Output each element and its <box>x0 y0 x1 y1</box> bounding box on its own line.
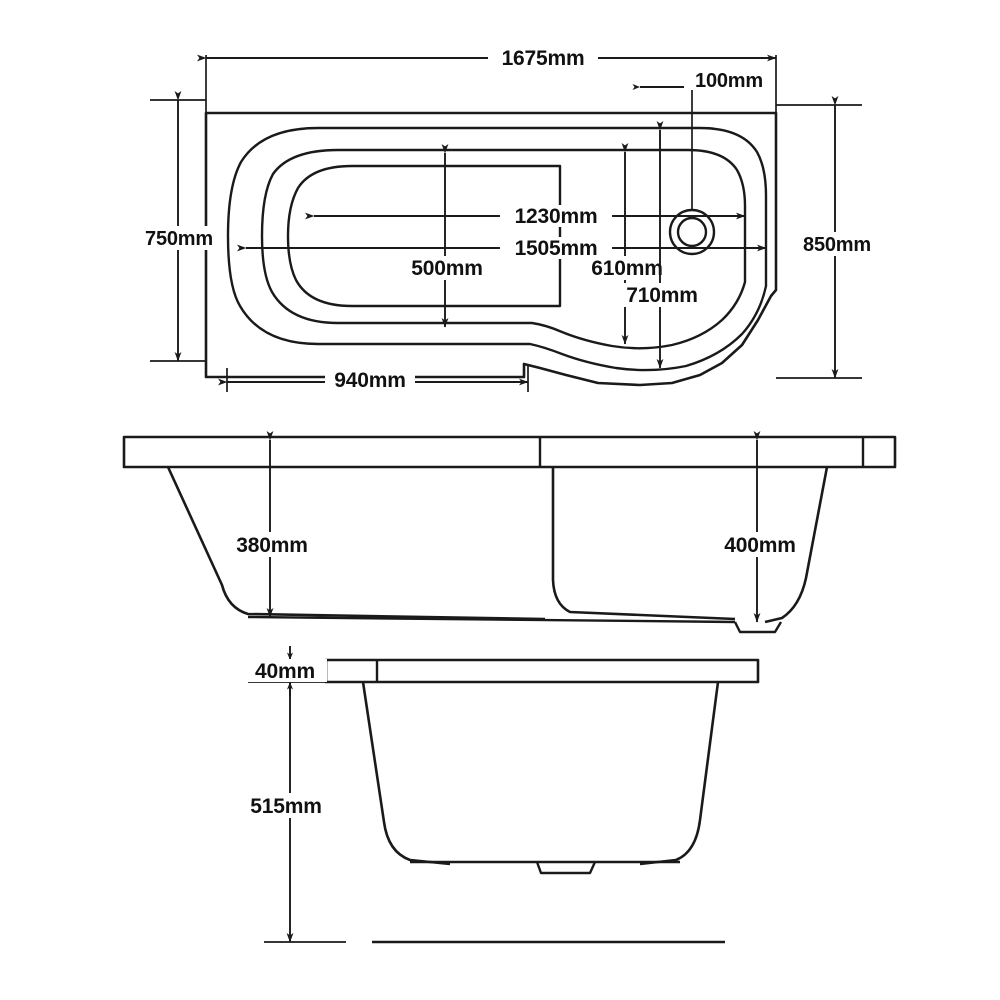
side-left-wall-profile <box>166 466 546 621</box>
end-right-wall-profile <box>639 681 720 866</box>
end-left-wall-profile <box>361 681 451 866</box>
end-rim-band <box>324 658 760 684</box>
dim-label-500: 500mm <box>411 257 482 280</box>
dim-label-1675: 1675mm <box>502 47 585 70</box>
dim-label-100: 100mm <box>695 70 763 92</box>
dim-380-label-bg <box>228 532 318 557</box>
plan-well-edge <box>260 148 747 350</box>
dim-label-515: 515mm <box>250 795 321 818</box>
dim-label-400: 400mm <box>724 534 795 557</box>
side-rim-band <box>122 435 897 469</box>
plan-inner-rim-contour <box>226 126 768 372</box>
side-base-line <box>247 615 736 624</box>
dim-515-label-bg <box>240 793 332 818</box>
dim-710-label-bg <box>620 283 710 307</box>
plan-view: 1675mm 100mm 750mm 850mm 1230mm 1505mm 5… <box>140 47 876 392</box>
plan-outer-rim <box>204 111 778 387</box>
side-foot-detail <box>733 621 783 634</box>
dim-1505-label-bg <box>500 237 612 259</box>
dim-label-710: 710mm <box>626 284 697 307</box>
side-elevation-view: 380mm 400mm <box>122 431 897 634</box>
dim-100-label-bg <box>684 69 774 90</box>
dim-1675-label-bg <box>488 47 598 69</box>
waste-hole-inner-circle <box>676 216 708 248</box>
dim-940-label-bg <box>325 369 415 391</box>
dim-850-label-bg <box>798 232 876 256</box>
dim-label-610: 610mm <box>591 257 662 280</box>
dim-40-label-bg <box>243 659 327 682</box>
dim-label-850: 850mm <box>803 234 871 256</box>
dim-label-1505: 1505mm <box>515 237 598 260</box>
side-middle-wall-profile <box>551 467 736 621</box>
end-foot-detail <box>535 861 597 875</box>
dim-1230-label-bg <box>500 205 612 227</box>
dim-500-label-bg <box>404 256 490 280</box>
dim-750-label-bg <box>140 226 218 250</box>
end-elevation-view: 40mm 515mm <box>240 646 760 944</box>
dim-400-label-bg <box>716 532 806 557</box>
side-right-wall-profile <box>764 466 829 624</box>
dim-label-940: 940mm <box>334 369 405 392</box>
dim-label-40: 40mm <box>255 660 315 683</box>
dim-610-label-bg <box>584 256 670 280</box>
dim-label-1230: 1230mm <box>515 205 598 228</box>
dim-label-380: 380mm <box>236 534 307 557</box>
plan-base-contour <box>286 164 562 308</box>
dim-label-750: 750mm <box>145 228 213 250</box>
